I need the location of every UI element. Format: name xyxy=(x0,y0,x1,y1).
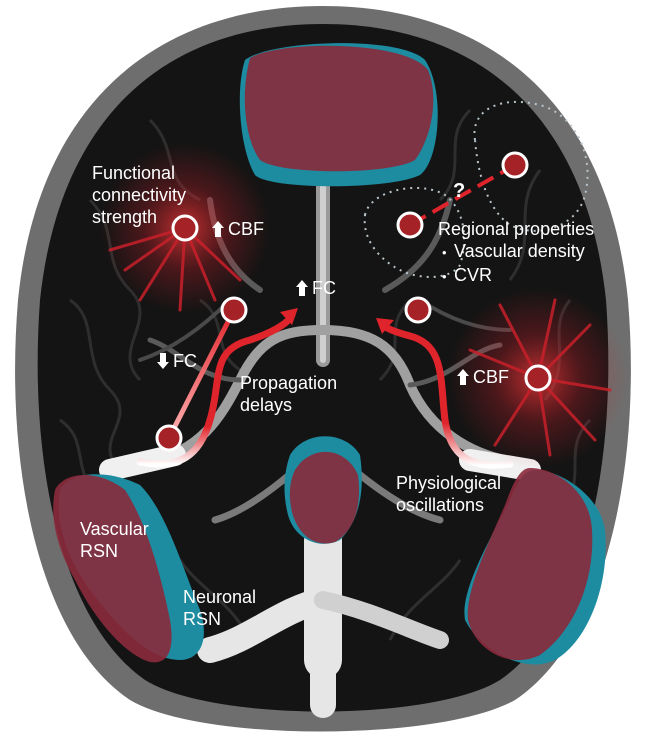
regional-properties-title: Regional properties xyxy=(438,218,594,240)
arrow-up-icon xyxy=(296,280,308,296)
node-regional-b xyxy=(503,153,527,177)
rsn-top xyxy=(240,43,438,186)
arrow-up-icon xyxy=(457,369,469,385)
bullet-vascular-density: Vascular density xyxy=(438,240,594,264)
label-fc-left: FC xyxy=(157,350,197,372)
label-cbf-top: CBF xyxy=(212,218,264,240)
node-lower-left xyxy=(157,426,181,450)
label-fc-top: FC xyxy=(296,277,336,299)
label-physiological-oscillations: Physiological oscillations xyxy=(396,472,501,516)
node-regional-a xyxy=(398,213,422,237)
label-cbf-right: CBF xyxy=(457,366,509,388)
node-fc-left xyxy=(222,298,246,322)
label-regional-properties: Regional properties Vascular density CVR xyxy=(438,218,594,288)
question-mark: ? xyxy=(453,180,465,203)
arrow-up-icon xyxy=(212,221,224,237)
arrow-down-icon xyxy=(157,353,169,369)
label-propagation-delays: Propagation delays xyxy=(240,372,337,416)
bullet-cvr: CVR xyxy=(438,264,594,288)
label-vascular-rsn: Vascular RSN xyxy=(80,518,149,562)
label-functional-connectivity: Functional connectivity strength xyxy=(92,162,186,228)
node-cbf-right xyxy=(526,366,550,390)
node-fc-right xyxy=(406,298,430,322)
label-neuronal-rsn: Neuronal RSN xyxy=(183,586,256,630)
